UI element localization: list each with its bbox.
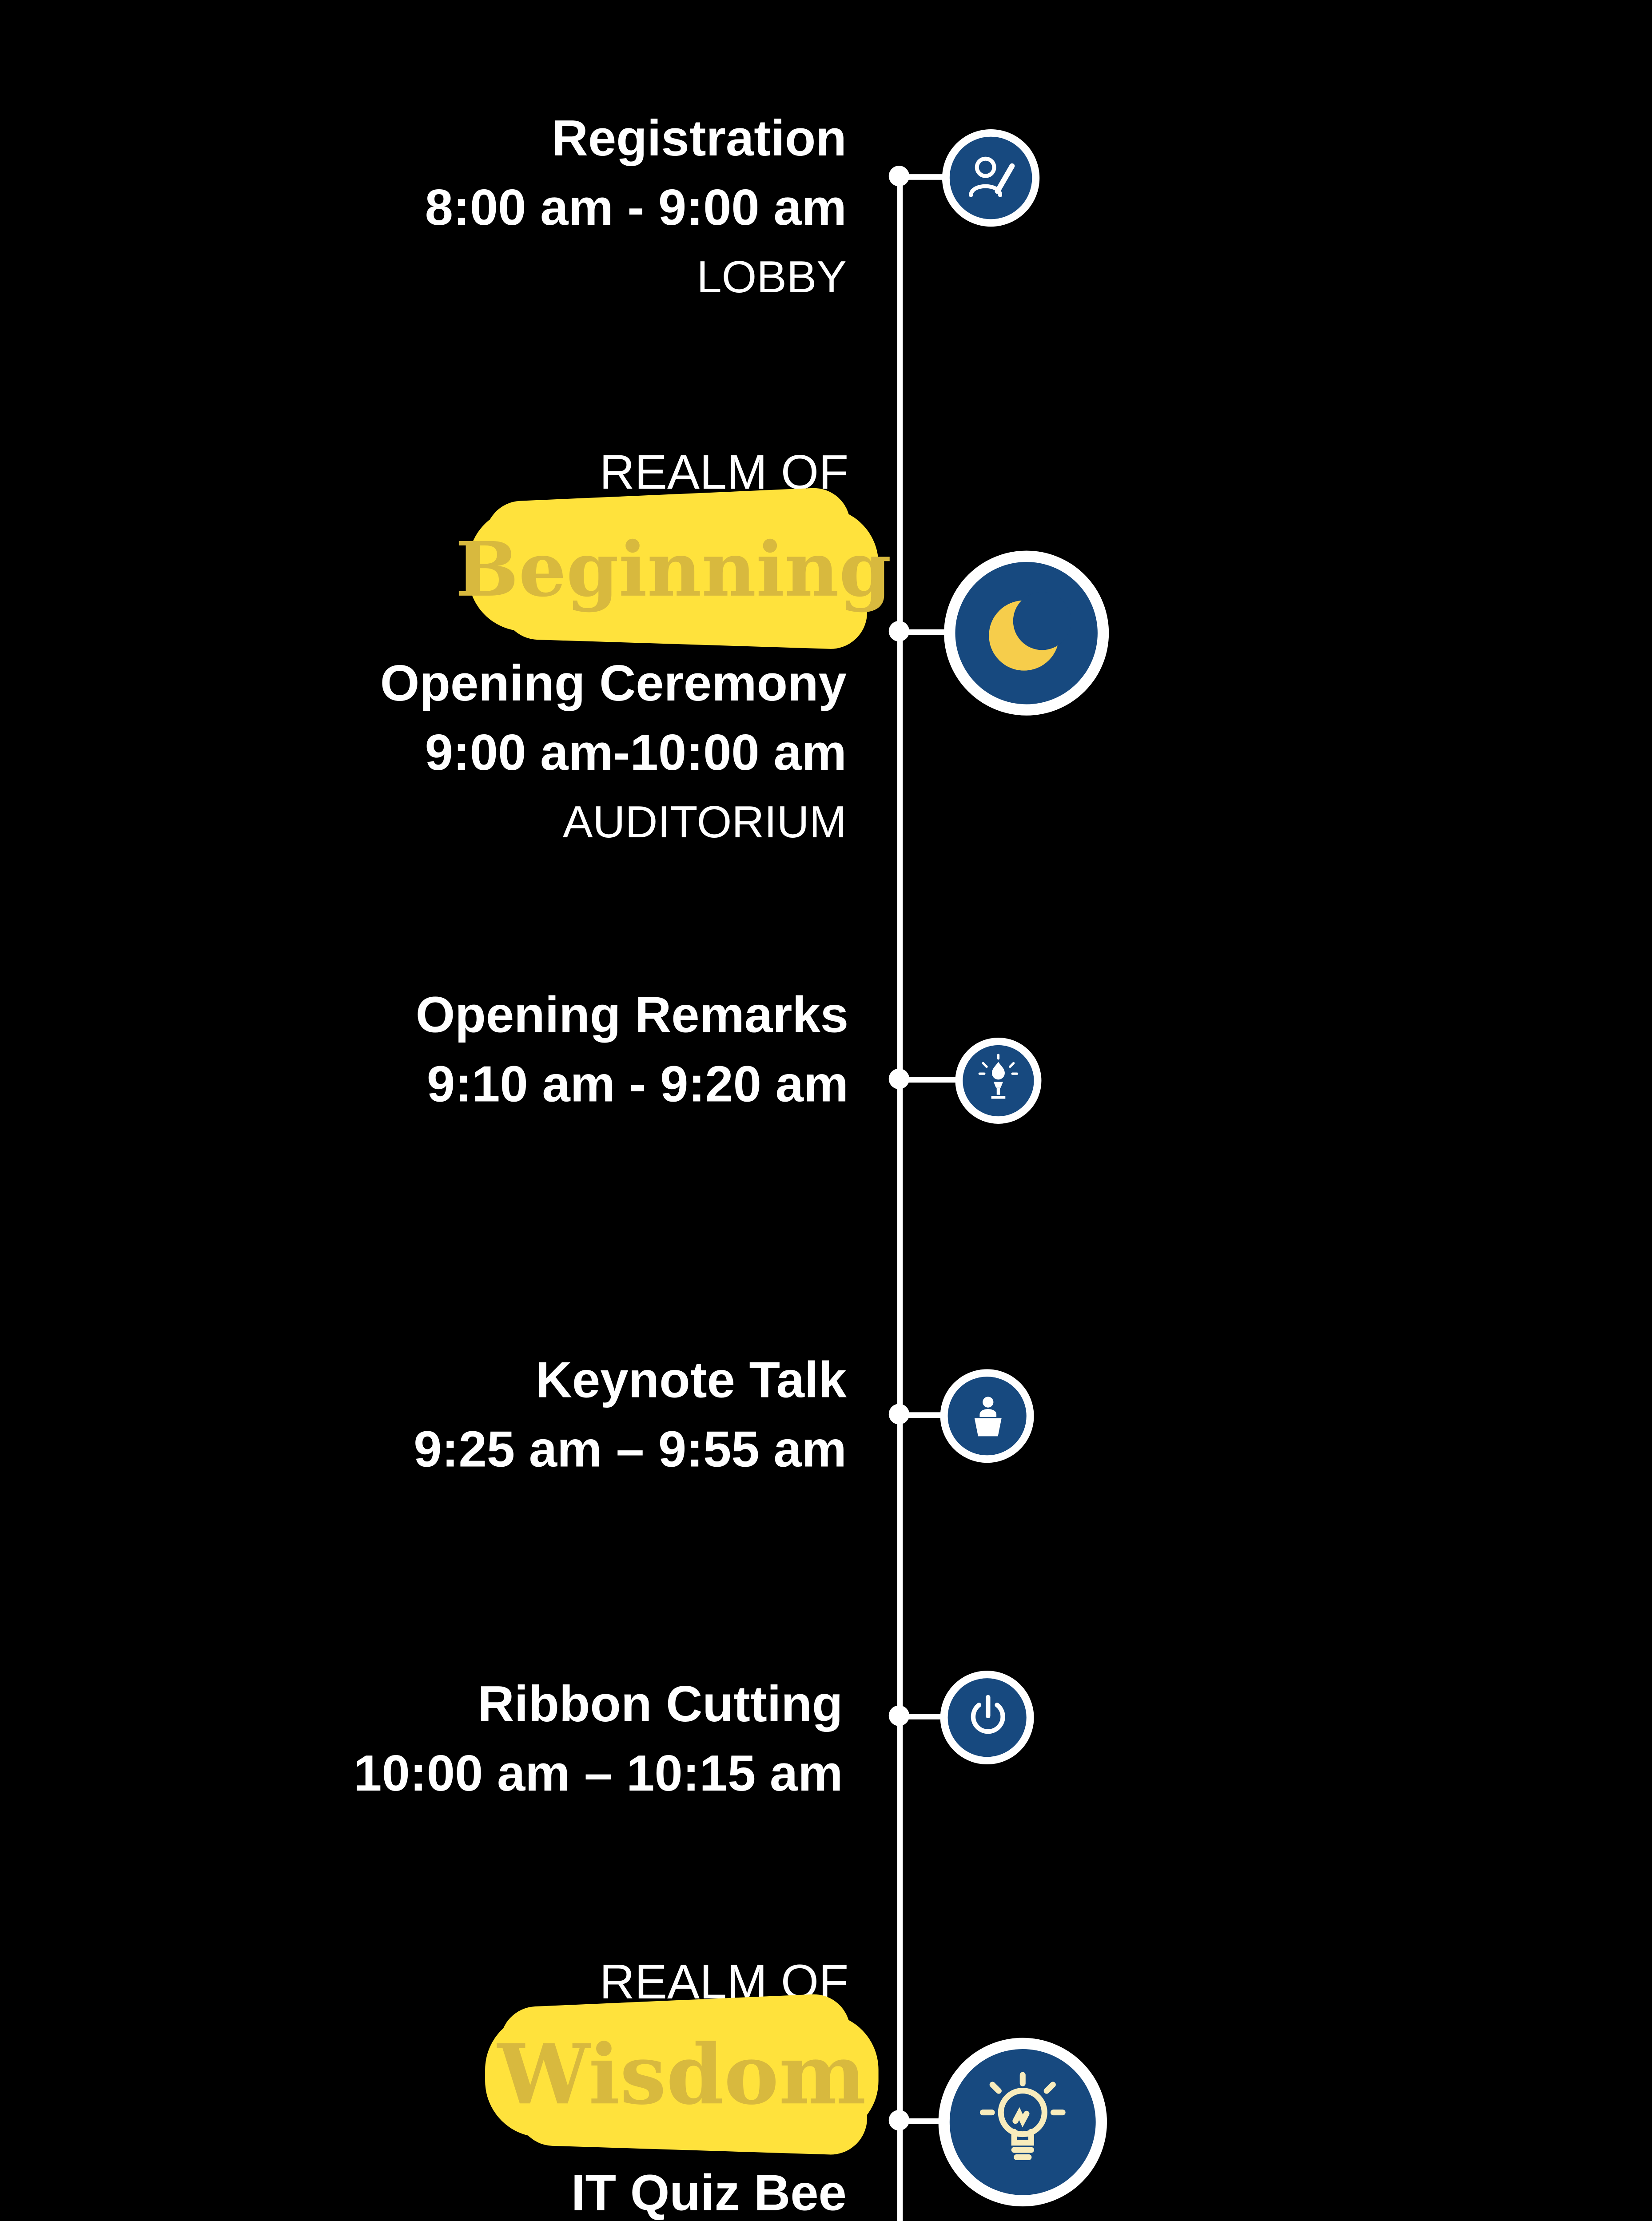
dot-keynote [888, 1404, 910, 1425]
person-pen-icon [969, 156, 1015, 197]
event-title: IT Quiz Bee [571, 2165, 847, 2221]
realm-name-wisdom: Wisdom [497, 2027, 866, 2123]
timeline-main-line [896, 174, 902, 2221]
event-location: LOBBY [697, 253, 847, 304]
event-title: Opening Ceremony [380, 655, 847, 712]
event-ribbon-text: Ribbon Cutting 10:00 am – 10:15 am [354, 1671, 843, 1809]
node-quiz [938, 2038, 1107, 2207]
event-opening-ceremony-text: Opening Ceremony 9:00 am-10:00 am AUDITO… [380, 650, 847, 858]
event-time: 9:00 am-10:00 am [425, 724, 847, 781]
event-registration-text: Registration 8:00 am - 9:00 am LOBBY [425, 105, 847, 313]
dot-registration [888, 166, 910, 187]
realm-highlight-beginning: Beginning [455, 507, 892, 631]
torch-icon [978, 1054, 1019, 1099]
event-time: 9:25 am – 9:55 am [414, 1421, 847, 1478]
tick-quiz [899, 2117, 944, 2123]
dot-ribbon [888, 1705, 910, 1726]
event-keynote-text: Keynote Talk 9:25 am – 9:55 am [414, 1347, 847, 1485]
event-title: Ribbon Cutting [478, 1676, 843, 1733]
tick-opening-remarks [899, 1076, 961, 1082]
event-title: Keynote Talk [535, 1352, 847, 1409]
node-ribbon [940, 1671, 1034, 1765]
node-keynote [940, 1369, 1034, 1463]
node-opening-ceremony [944, 550, 1109, 716]
event-opening-remarks-text: Opening Remarks 9:10 am - 9:20 am [416, 981, 848, 1120]
node-registration [942, 129, 1040, 227]
power-button-icon [970, 1694, 1004, 1733]
tick-opening-ceremony [899, 628, 950, 634]
tick-keynote [899, 1411, 946, 1417]
tick-registration [899, 173, 948, 179]
node-opening-remarks [955, 1037, 1042, 1124]
realm-highlight-wisdom: Wisdom [485, 2013, 879, 2137]
lightbulb-icon [979, 2072, 1066, 2160]
crescent-moon-icon [989, 592, 1071, 671]
tick-ribbon [899, 1713, 946, 1719]
event-time: 9:10 am - 9:20 am [426, 1056, 849, 1113]
event-quiz-text: IT Quiz Bee 10:15 am-12:00nn AUDITORIUM [422, 2160, 847, 2221]
event-time: 8:00 am - 9:00 am [425, 179, 847, 236]
keynote-podium-icon [973, 1396, 1001, 1436]
event-title: Registration [551, 110, 847, 167]
dot-opening-remarks [888, 1068, 910, 1089]
dot-quiz [888, 2110, 910, 2131]
realm-name-beginning: Beginning [455, 525, 892, 613]
event-title: Opening Remarks [415, 987, 849, 1043]
dot-opening-ceremony [888, 621, 910, 642]
event-time: 10:00 am – 10:15 am [354, 1745, 843, 1802]
event-location: AUDITORIUM [562, 798, 847, 849]
